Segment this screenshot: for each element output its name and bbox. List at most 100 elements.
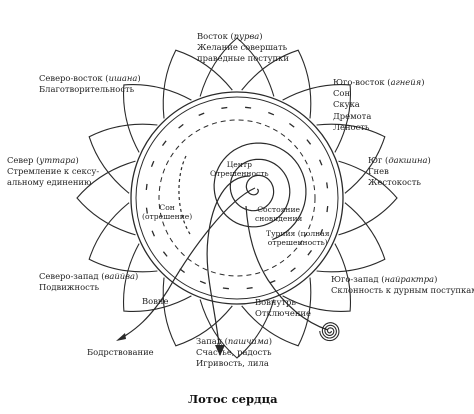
ring-tick [222,287,229,290]
north-line-1: Стремление к сексу- [7,166,100,177]
petal-n [338,160,398,236]
ring-tick [319,159,323,166]
ring-tick [290,267,296,273]
outward-arrow [206,175,251,353]
south-name: Юг [368,155,383,165]
outer-ring [130,91,344,305]
northeast-line-1: Благотворительность [39,84,135,95]
north-name: Север [7,155,34,165]
northeast-term: ишана [108,73,138,83]
petal-ese [162,49,233,119]
south-term: дакшина [388,155,428,165]
waking-arrow [117,187,256,341]
petal-nnw [316,202,386,273]
northwest-line-1: Подвижность [39,282,100,293]
left-dotted-arc [178,155,191,235]
petal-sse [88,123,158,194]
west-name: Запад [196,336,222,346]
inward-arrow [245,205,329,331]
petal-w [199,299,275,359]
heart-rings [130,91,344,305]
outward-text: Вовне [142,296,169,306]
label-dream: Состояние сновидения [255,205,302,223]
ring-arrow-ticks [145,106,329,290]
label-north: Север (уттара) Стремление к сексу- ально… [7,155,100,188]
west-line-1: Счастье, радость [196,347,272,358]
central-spiral [213,142,307,241]
dashed-ring [158,119,316,277]
ring-tick [246,287,253,290]
dream-line-2: сновидения [255,214,303,223]
label-west: Запад (пашчима) Счастье, радость Игривос… [196,336,273,369]
east-line-1: Желание совершать [197,42,288,53]
diagram-title: Лотос сердца [188,392,278,406]
southwest-line-1: Склонность к дурным поступкам [331,285,474,296]
label-waking: Бодрствование [87,347,154,358]
ring-tick [221,106,228,109]
label-northwest: Северо-запад (ваййва) Подвижность [39,271,139,293]
petal-nne [316,123,386,194]
petal-nw [282,243,352,313]
label-outward: Вовне [142,296,168,307]
spiral-path [213,142,307,241]
label-center: Центр Отрешенность [210,160,269,178]
ring-tick [150,160,155,167]
center-line-1: Центр [226,160,252,169]
label-northeast: Северо-восток (ишана) Благотворительност… [39,73,141,95]
inward-detach-line-1: Вовнутрь [255,297,296,307]
ring-tick [306,139,312,145]
sleep-line-1: Сон [159,203,175,212]
label-east: Восток (пурва) Желание совершать праведн… [197,31,289,64]
label-turiya: Турийя (полная отрешенность) [266,229,330,247]
southeast-line-3: Дремота [333,110,372,121]
label-south: Юг (дакшина) Гнев Жестокость [368,155,431,188]
petal-ne [282,83,352,153]
southwest-term: найрактра [384,274,435,284]
ring-tick [162,251,168,257]
petal-ssw [88,202,158,273]
ring-tick [319,229,324,236]
petal-wsw [162,277,233,347]
southeast-line-1: Сон [333,88,351,99]
petal-sw [122,243,192,313]
south-line-1: Гнев [368,166,389,177]
ring-tick [151,230,155,237]
turiya-line-2: отрешенность) [267,238,328,247]
label-southeast: Юго-восток (агнейя) Сон Скука Дремота Ле… [333,77,425,132]
southeast-term: агнейя [390,77,422,87]
west-line-2: Игривость, лила [196,358,269,369]
north-term: уттара [39,155,76,165]
ring-tick [245,106,252,109]
turiya-line-1: Турийя (полная [266,229,330,238]
flow-arrows [117,155,329,353]
petal-se [122,83,192,153]
sleep-line-2: (отрешение) [142,212,193,221]
northwest-name: Северо-запад [39,271,99,281]
label-southwest: Юго-запад (найрактра) Склонность к дурны… [331,274,474,296]
petal-wnw [241,277,312,347]
center-line-2: Отрешенность [210,169,269,178]
east-line-2: праведные поступки [197,53,289,64]
petal-s [76,160,136,236]
ring-tick [326,182,329,189]
ring-tick [161,140,167,146]
ring-tick [268,111,275,116]
petal-ene [241,49,312,119]
ring-tick [145,207,148,214]
ring-tick [289,122,295,128]
waking-text: Бодрствование [87,347,154,357]
label-sleep: Сон (отрешение) [142,203,192,221]
ring-tick [326,206,329,213]
ring-tick [199,280,206,285]
west-term: пашчима [227,336,269,346]
dream-line-1: Состояние [257,205,301,214]
arrowheads [116,333,225,356]
label-inward-detach: Вовнутрь Отключение [255,297,311,319]
southeast-line-4: Леность [333,121,370,132]
ring-tick [198,112,205,116]
ring-tick [269,280,276,284]
ring-tick [178,123,184,129]
southeast-name: Юго-восток [333,77,385,87]
arrowhead-waking [116,333,126,341]
east-term: пурва [233,31,260,41]
